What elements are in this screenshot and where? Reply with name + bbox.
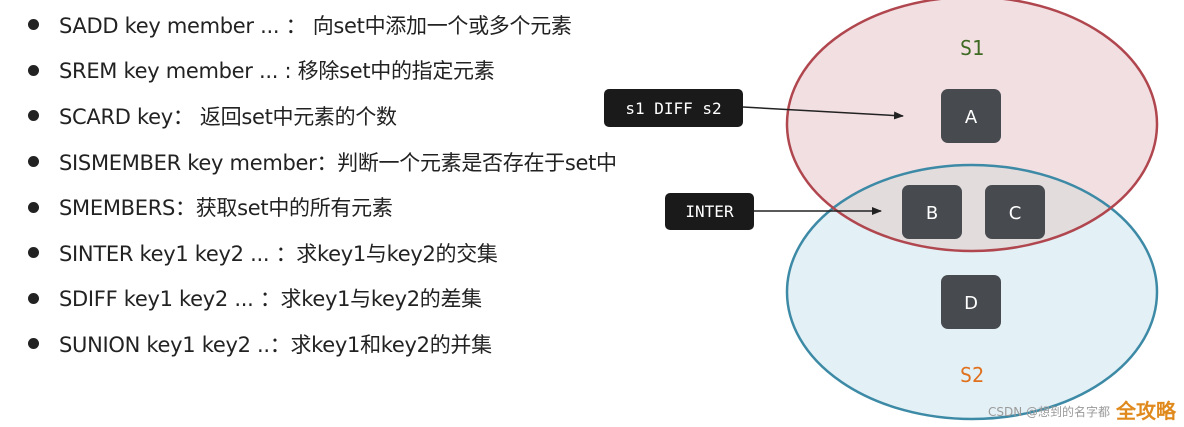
watermark-brand: 全攻略 (1116, 399, 1176, 423)
bullet-icon (28, 338, 39, 350)
bullet-icon (28, 19, 39, 31)
command-item-smembers: SMEMBERS：获取set中的所有元素 (28, 184, 617, 230)
command-text: SUNION key1 key2 ..：求key1和key2的并集 (59, 332, 492, 357)
bullet-icon (28, 292, 39, 304)
element-b: B (902, 185, 962, 239)
element-c: C (985, 185, 1045, 239)
bullet-icon (28, 64, 39, 76)
command-text: SADD key member ... ： 向set中添加一个或多个元素 (59, 13, 572, 38)
element-b-label: B (926, 203, 938, 224)
command-item-srem: SREM key member ... : 移除set中的指定元素 (28, 48, 617, 94)
element-d: D (941, 275, 1001, 329)
element-a-label: A (965, 107, 978, 128)
diff-callout: s1 DIFF s2 (604, 89, 743, 127)
diff-arrow (742, 106, 904, 120)
command-list: SADD key member ... ： 向set中添加一个或多个元素 SRE… (28, 2, 617, 367)
command-item-sadd: SADD key member ... ： 向set中添加一个或多个元素 (28, 2, 617, 48)
intersection-area (787, 165, 1157, 251)
diff-callout-label: s1 DIFF s2 (625, 99, 721, 118)
command-text: SINTER key1 key2 ... ：求key1与key2的交集 (59, 241, 498, 266)
command-item-sdiff: SDIFF key1 key2 ... ：求key1与key2的差集 (28, 276, 617, 322)
command-item-sunion: SUNION key1 key2 ..：求key1和key2的并集 (28, 321, 617, 367)
set2-label: S2 (960, 363, 984, 387)
bullet-icon (28, 247, 39, 259)
element-c-label: C (1009, 203, 1022, 224)
set2-outline (785, 163, 1159, 421)
command-item-scard: SCARD key： 返回set中元素的个数 (28, 93, 617, 139)
bullet-icon (28, 201, 39, 213)
element-a: A (941, 89, 1001, 143)
set1-label: S1 (960, 36, 984, 60)
inter-callout: INTER (665, 193, 754, 230)
command-text: SMEMBERS：获取set中的所有元素 (59, 196, 393, 221)
command-text: SDIFF key1 key2 ... ：求key1与key2的差集 (59, 287, 482, 312)
bullet-icon (28, 156, 39, 168)
command-item-sismember: SISMEMBER key member：判断一个元素是否存在于set中 (28, 139, 617, 185)
command-item-sinter: SINTER key1 key2 ... ：求key1与key2的交集 (28, 230, 617, 276)
command-text: SCARD key： 返回set中元素的个数 (59, 104, 397, 129)
command-text: SREM key member ... : 移除set中的指定元素 (59, 59, 495, 84)
watermark-text: CSDN @想到的名字都 (988, 405, 1111, 419)
command-text: SISMEMBER key member：判断一个元素是否存在于set中 (59, 150, 617, 175)
bullet-icon (28, 110, 39, 122)
inter-callout-label: INTER (685, 202, 734, 221)
set1-outline (785, 0, 1159, 253)
element-d-label: D (964, 293, 978, 314)
